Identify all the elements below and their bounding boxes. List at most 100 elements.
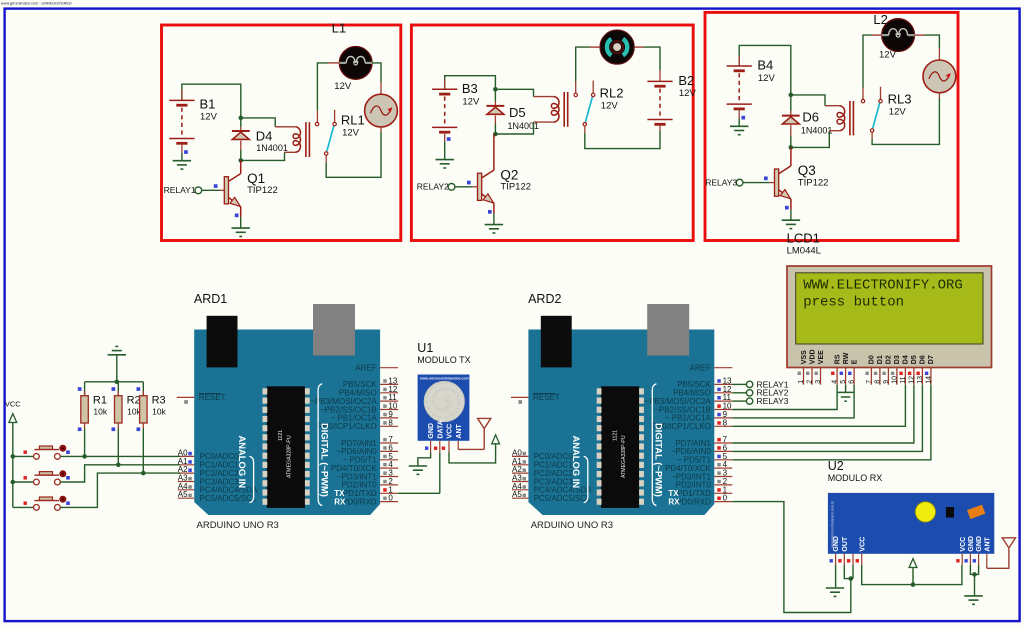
svg-text:D4: D4 <box>256 129 273 144</box>
svg-text:A2: A2 <box>512 465 522 474</box>
svg-text:PC0/ADC0: PC0/ADC0 <box>200 452 240 461</box>
svg-text:PC3/ADC3: PC3/ADC3 <box>200 477 240 486</box>
svg-text:www.microcontrolandos.com.br: www.microcontrolandos.com.br <box>831 500 835 548</box>
svg-text:B1: B1 <box>200 97 216 112</box>
svg-text:AREF: AREF <box>690 364 711 373</box>
svg-text:D3: D3 <box>894 355 901 364</box>
svg-text:TIP122: TIP122 <box>247 185 278 196</box>
svg-text:ANALOG IN: ANALOG IN <box>571 436 582 489</box>
svg-text:PD2/INT0: PD2/INT0 <box>342 481 378 490</box>
svg-text:2: 2 <box>388 477 393 486</box>
svg-text:7: 7 <box>388 435 393 444</box>
svg-text:4: 4 <box>832 380 839 384</box>
svg-text:PB0/ICP1/CLKO: PB0/ICP1/CLKO <box>318 422 377 431</box>
svg-text:1: 1 <box>798 380 805 384</box>
svg-text:12V: 12V <box>601 100 619 111</box>
svg-text:RELAY3: RELAY3 <box>705 178 737 188</box>
svg-text:ANT: ANT <box>456 423 463 438</box>
svg-text:PC0/ADC0: PC0/ADC0 <box>534 452 574 461</box>
svg-text:1N4001: 1N4001 <box>801 125 833 135</box>
svg-text:~PD3/INT1: ~PD3/INT1 <box>671 472 711 481</box>
svg-text:A5: A5 <box>178 490 188 499</box>
svg-text:U2: U2 <box>828 459 844 473</box>
svg-text:ATMEGA328P-PU: ATMEGA328P-PU <box>621 435 627 478</box>
svg-text:RELAY1: RELAY1 <box>757 379 789 389</box>
svg-text:OUT: OUT <box>842 536 849 552</box>
svg-text:PB5/SCK: PB5/SCK <box>343 380 377 389</box>
svg-text:D5: D5 <box>911 355 918 364</box>
svg-text:A5: A5 <box>512 490 522 499</box>
svg-text:MODULO RX: MODULO RX <box>828 473 883 483</box>
svg-text:D5: D5 <box>509 105 526 120</box>
svg-text:8: 8 <box>723 418 728 427</box>
svg-text:A0: A0 <box>178 448 188 457</box>
svg-text:PD4/T0/XCK: PD4/T0/XCK <box>331 464 377 473</box>
svg-text:1: 1 <box>723 485 728 494</box>
svg-text:VCC: VCC <box>447 424 454 439</box>
svg-text:10k: 10k <box>152 407 166 417</box>
svg-text:1N4001: 1N4001 <box>256 143 288 153</box>
svg-text:D4: D4 <box>903 355 910 364</box>
svg-text:LCD1: LCD1 <box>787 231 820 246</box>
svg-text:1: 1 <box>388 485 393 494</box>
svg-text:R2: R2 <box>127 395 141 407</box>
svg-text:6: 6 <box>849 380 856 384</box>
svg-text:5: 5 <box>388 452 393 461</box>
svg-text:GND: GND <box>976 536 983 552</box>
svg-text:ARD1: ARD1 <box>194 292 227 306</box>
svg-text:1121: 1121 <box>278 430 284 441</box>
svg-text:GND: GND <box>428 423 435 439</box>
svg-text:~PD3/INT1: ~PD3/INT1 <box>337 472 377 481</box>
svg-text:ANALOG IN: ANALOG IN <box>237 436 248 489</box>
svg-text:PB5/SCK: PB5/SCK <box>677 380 711 389</box>
svg-text:PD0/RXD: PD0/RXD <box>676 497 711 506</box>
svg-text:12: 12 <box>388 385 397 394</box>
svg-text:L1: L1 <box>332 21 346 36</box>
svg-text:LM044L: LM044L <box>787 246 821 257</box>
svg-text:ARD2: ARD2 <box>528 292 561 306</box>
svg-text:D0: D0 <box>869 355 876 364</box>
svg-text:PC4/ADC4/SDA: PC4/ADC4/SDA <box>534 486 592 495</box>
svg-text:3: 3 <box>815 380 822 384</box>
svg-text:2: 2 <box>806 380 813 384</box>
svg-text:10k: 10k <box>127 407 141 417</box>
svg-text:RELAY1: RELAY1 <box>164 185 196 195</box>
svg-text:6: 6 <box>723 443 728 452</box>
svg-text:12: 12 <box>723 385 732 394</box>
svg-text:2: 2 <box>723 477 728 486</box>
svg-text:DATA: DATA <box>437 420 444 438</box>
svg-text:D6: D6 <box>920 355 927 364</box>
svg-text:~PD6/AIN0: ~PD6/AIN0 <box>671 447 712 456</box>
svg-text:A0: A0 <box>512 448 522 457</box>
svg-text:8: 8 <box>388 418 393 427</box>
svg-text:PD7/AIN1: PD7/AIN1 <box>341 439 377 448</box>
svg-text:12: 12 <box>908 376 915 384</box>
svg-text:B4: B4 <box>757 58 773 73</box>
svg-text:RELAY3: RELAY3 <box>757 396 789 406</box>
svg-text:ARDUINO UNO R3: ARDUINO UNO R3 <box>197 520 279 531</box>
svg-text:ANT: ANT <box>984 536 991 551</box>
svg-text:5: 5 <box>840 380 847 384</box>
svg-text:R1: R1 <box>93 395 107 407</box>
svg-text:10: 10 <box>388 402 397 411</box>
svg-text:~ PB1/OC1A: ~ PB1/OC1A <box>331 414 378 423</box>
svg-text:DIGITAL (~PWM): DIGITAL (~PWM) <box>654 423 665 497</box>
svg-text:ARDUINO UNO R3: ARDUINO UNO R3 <box>531 520 613 531</box>
svg-text:~ PD5/T1: ~ PD5/T1 <box>343 456 378 465</box>
svg-text:A2: A2 <box>178 465 188 474</box>
svg-text:12V: 12V <box>200 112 218 123</box>
svg-text:PD1/TXD: PD1/TXD <box>677 489 711 498</box>
svg-text:RELAY2: RELAY2 <box>417 182 449 192</box>
svg-text:Q1: Q1 <box>247 171 265 186</box>
svg-text:13: 13 <box>917 376 924 384</box>
svg-text:WWW.ELECTRONIFY.ORG: WWW.ELECTRONIFY.ORG <box>803 278 963 294</box>
svg-text:TX: TX <box>334 489 345 498</box>
svg-text:PC5/ADC5/SCL: PC5/ADC5/SCL <box>200 494 257 503</box>
svg-text:12V: 12V <box>879 49 897 60</box>
svg-text:12V: 12V <box>342 128 360 139</box>
svg-text:7: 7 <box>866 380 873 384</box>
svg-text:4: 4 <box>723 460 728 469</box>
svg-text:RESET: RESET <box>199 393 226 402</box>
svg-text:D6: D6 <box>802 109 819 124</box>
svg-text:11: 11 <box>388 393 397 402</box>
